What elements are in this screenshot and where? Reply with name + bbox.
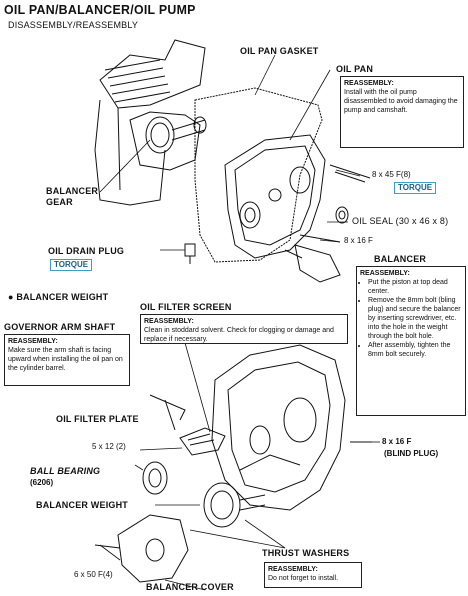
torque-badge-drain-plug: TORQUE [50,259,93,271]
label-oil-filter-screen: OIL FILTER SCREEN [140,302,232,312]
label-balancer-weight-note: ● BALANCER WEIGHT [8,292,109,302]
note-oil-filter-screen-heading: REASSEMBLY: [144,318,194,325]
note-thrust-washers: REASSEMBLY: Do not forget to install. [264,562,362,588]
note-balancer-step: Put the piston at top dead center. [368,278,462,296]
note-thrust-washers-text: Do not forget to install. [268,575,339,582]
balancer-weight-drawing [203,482,266,528]
note-oil-filter-screen-text: Clean in stoddard solvent. Check for clo… [144,327,334,343]
note-governor-text: Make sure the arm shaft is facing upward… [8,347,123,372]
note-balancer-step: Remove the 8mm bolt (bling plug) and sec… [368,296,462,341]
label-bolt-8x16-blind: 8 x 16 F [382,437,412,446]
label-bolt-6x50: 6 x 50 F(4) [74,570,113,579]
balancer-cover-drawing [117,514,189,583]
cylinder-block [94,39,206,206]
note-thrust-washers-heading: REASSEMBLY: [268,566,318,573]
drain-plug-drawing [184,243,196,264]
note-balancer-steps: Put the piston at top dead center. Remov… [360,278,462,359]
label-bolt-8x45: 8 x 45 F(8) [372,170,411,179]
crankcase-drawing [211,344,346,511]
page-title: OIL PAN/BALANCER/OIL PUMP [4,2,196,17]
label-thrust-washers: THRUST WASHERS [262,548,350,558]
gasket-outline [194,87,323,263]
label-oil-pan: OIL PAN [336,64,374,74]
ball-bearing-drawing [142,461,168,495]
label-balancer: BALANCER [374,254,427,264]
label-oil-pan-gasket: OIL PAN GASKET [240,46,319,56]
torque-badge-bolt-8x45: TORQUE [394,182,437,194]
note-balancer: REASSEMBLY: Put the piston at top dead c… [356,266,466,416]
note-governor-arm-shaft: REASSEMBLY: Make sure the arm shaft is f… [4,334,130,386]
label-blind-plug: (BLIND PLUG) [384,449,439,458]
note-balancer-heading: REASSEMBLY: [360,270,410,277]
note-balancer-step: After assembly, tighten the 8mm bolt sec… [368,341,462,359]
note-governor-heading: REASSEMBLY: [8,338,58,345]
label-balancer-cover: BALANCER COVER [146,582,234,592]
label-ball-bearing-number: (6206) [30,478,54,487]
note-oil-pan-heading: REASSEMBLY: [344,80,394,87]
filter-plate-drawing [179,427,226,456]
label-balancer-gear: BALANCER GEAR [46,186,99,207]
label-oil-filter-plate: OIL FILTER PLATE [56,414,139,424]
page-subtitle: DISASSEMBLY/REASSEMBLY [8,20,139,30]
label-oil-drain-plug: OIL DRAIN PLUG [48,246,125,256]
label-governor-arm-shaft: GOVERNOR ARM SHAFT [4,322,116,332]
balancer-gear-drawing [145,116,207,154]
note-oil-pan-text: Install with the oil pump disassembled t… [344,89,458,114]
label-bolt-8x16: 8 x 16 F [344,236,373,245]
label-ball-bearing: BALL BEARING [30,466,101,476]
label-oil-seal: OIL SEAL (30 x 46 x 8) [352,216,449,226]
oil-pan-drawing [224,134,326,259]
note-oil-filter-screen: REASSEMBLY: Clean in stoddard solvent. C… [140,314,348,344]
label-bolt-5x12: 5 x 12 (2) [92,442,126,451]
note-oil-pan: REASSEMBLY: Install with the oil pump di… [340,76,464,148]
leader-lines [99,54,380,591]
label-balancer-weight: BALANCER WEIGHT [36,500,128,510]
